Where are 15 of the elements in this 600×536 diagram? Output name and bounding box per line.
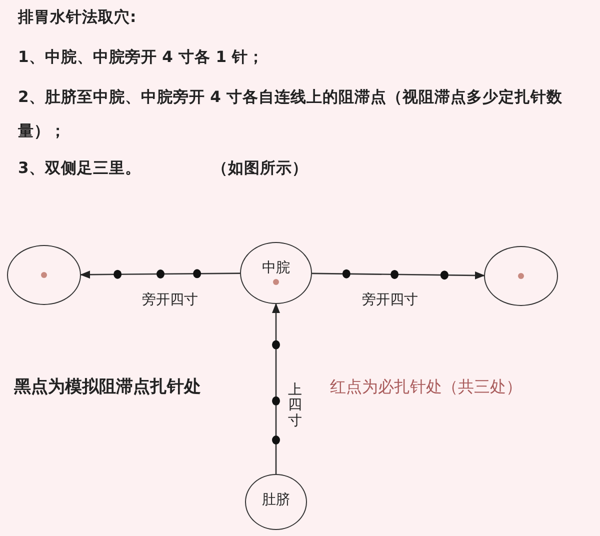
note: （如图所示）	[212, 158, 308, 179]
list-item: 1、中脘、中脘旁开 4 寸各 1 针；	[18, 47, 265, 68]
heading: 排胃水针法取穴:	[18, 7, 136, 28]
node-label: 肚脐	[262, 493, 290, 507]
node-label: 中脘	[262, 261, 290, 275]
note: 红点为必扎针处（共三处）	[330, 376, 522, 398]
list-item: 3、双侧足三里。	[18, 158, 141, 179]
edge-label: 旁开四寸	[361, 291, 419, 310]
list-item: 2、肚脐至中脘、中脘旁开 4 寸各自连线上的阻滞点（视阻滞点多少定扎针数量）；	[18, 87, 563, 142]
edge-label: 上四寸	[288, 383, 302, 430]
note: 黑点为模拟阻滞点扎针处	[14, 376, 201, 399]
arrow	[312, 271, 485, 280]
edge-label: 旁开四寸	[141, 291, 199, 310]
arrow	[80, 270, 240, 279]
arrow	[272, 303, 280, 474]
